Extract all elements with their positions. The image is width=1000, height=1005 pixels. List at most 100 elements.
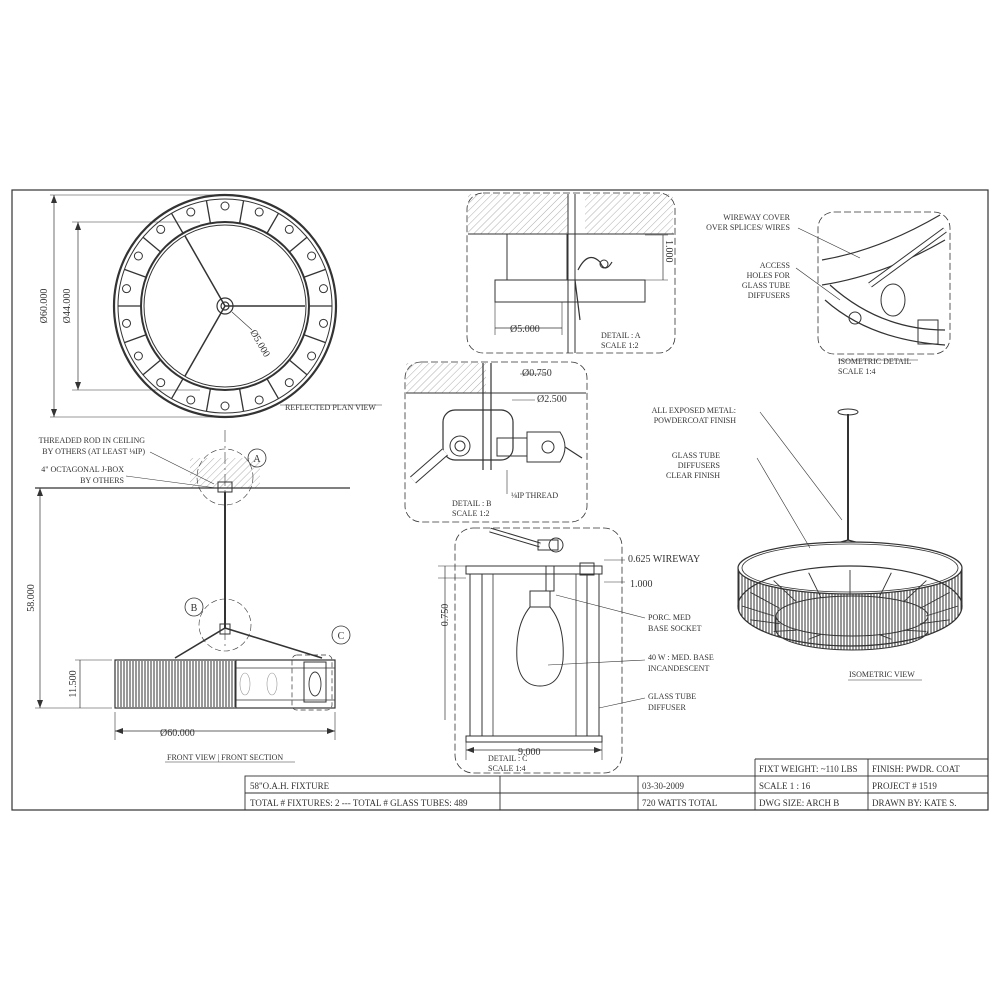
isometric-detail-scale: SCALE 1:4 [838, 367, 876, 376]
detail-c-title: DETAIL : C [488, 754, 528, 763]
detail-b-rod: Ø0.750 [522, 368, 552, 379]
plan-loop [220, 401, 230, 411]
isometric-view [737, 408, 963, 681]
plan-spoke [142, 359, 162, 376]
wireway-cover-callout: WIREWAY COVER [723, 213, 790, 222]
isometric-detail-title: ISOMETRIC DETAIL [838, 357, 911, 366]
plan-spoke [142, 236, 162, 253]
plan-loop [186, 395, 196, 405]
finish: FINISH: PWDR. COAT [872, 764, 960, 774]
jbox-callout-2: BY OTHERS [80, 476, 124, 485]
wireway-cover-callout-2: OVER SPLICES/ WIRES [706, 223, 790, 232]
access-holes-callout-2: HOLES FOR [747, 271, 791, 280]
drawing-date: 03-30-2009 [642, 781, 684, 791]
plan-loop [318, 284, 328, 294]
detail-c-wireway: 0.625 WIREWAY [628, 554, 700, 565]
iso-strut [773, 580, 797, 603]
metal-finish-callout-2: POWDERCOAT FINISH [654, 416, 737, 425]
diffuser-callout-2: DIFFUSER [648, 703, 686, 712]
plan-spoke [238, 200, 245, 224]
plan-loop [133, 351, 143, 361]
reflected-plan-view [50, 193, 382, 419]
iso-strut [741, 605, 775, 617]
socket-callout: PORC. MED [648, 613, 691, 622]
plan-outer-dim: Ø60.000 [39, 289, 50, 324]
fixture-totals: TOTAL # FIXTURES: 2 --- TOTAL # GLASS TU… [250, 798, 468, 808]
plan-spoke [288, 359, 308, 376]
iso-strut [773, 629, 797, 632]
lamp-callout: 40 W : MED. BASE [648, 653, 714, 662]
plan-spoke [124, 334, 147, 344]
front-view-title: FRONT VIEW | FRONT SECTION [167, 753, 283, 762]
plan-loop [318, 318, 328, 328]
socket-callout-2: BASE SOCKET [648, 624, 702, 633]
reflected-plan-title: REFLECTED PLAN VIEW [285, 403, 376, 412]
iso-strut [878, 634, 892, 640]
lamp-callout-2: INCANDESCENT [648, 664, 709, 673]
plan-loop [122, 284, 132, 294]
detail-a-width: Ø5.000 [510, 324, 540, 335]
access-holes-callout-3: GLASS TUBE [742, 281, 790, 290]
detail-marker-b: B [191, 603, 198, 614]
plan-spoke [170, 213, 184, 234]
plan-loop [156, 224, 166, 234]
detail-c-side: 0.750 [440, 604, 451, 627]
plan-loop [307, 251, 317, 261]
plan-spoke [266, 213, 280, 234]
glass-tube-callout: GLASS TUBE [672, 451, 720, 460]
iso-strut [920, 619, 950, 625]
plan-spoke [238, 388, 245, 412]
plan-spoke [288, 236, 308, 253]
plan-spoke [205, 388, 212, 412]
detail-c [438, 527, 646, 774]
sheet-border [11, 189, 989, 811]
plan-loop [122, 318, 132, 328]
plan-loop [220, 201, 230, 211]
detail-c-scale: SCALE 1:4 [488, 764, 526, 773]
iso-strut [878, 572, 892, 598]
plan-loop [284, 224, 294, 234]
plan-loop [307, 351, 317, 361]
plan-inner-dim: Ø44.000 [62, 289, 73, 324]
detail-b-title: DETAIL : B [452, 499, 492, 508]
detail-a-title: DETAIL : A [601, 331, 641, 340]
detail-a [466, 192, 676, 354]
iso-strut [750, 619, 780, 625]
detail-b [404, 361, 588, 523]
plan-loop [186, 207, 196, 217]
jbox-callout: 4" OCTAGONAL J-BOX [41, 465, 124, 474]
plan-loop [133, 251, 143, 261]
detail-marker-a: A [253, 454, 261, 465]
detail-marker-c: C [338, 631, 345, 642]
plan-spoke [124, 268, 147, 278]
drawing-size: DWG SIZE: ARCH B [759, 798, 839, 808]
access-holes-callout-4: DIFFUSERS [748, 291, 790, 300]
plan-spoke [303, 268, 326, 278]
threaded-rod-callout: THREADED ROD IN CEILING [39, 436, 146, 445]
drawing-scale: SCALE 1 : 16 [759, 781, 811, 791]
title-block [244, 758, 989, 811]
iso-strut [925, 605, 959, 617]
glass-tube-callout-3: CLEAR FINISH [666, 471, 720, 480]
threaded-rod-callout-2: BY OTHERS (AT LEAST ⅛IP) [42, 447, 145, 456]
detail-a-scale: SCALE 1:2 [601, 341, 639, 350]
plan-spoke [170, 378, 184, 399]
iso-strut [808, 572, 822, 598]
detail-b-scale: SCALE 1:2 [452, 509, 490, 518]
detail-b-thread: ⅛IP THREAD [511, 491, 558, 500]
drawn-by: DRAWN BY: KATE S. [872, 798, 956, 808]
iso-strut [903, 629, 927, 632]
detail-a-height: 1.000 [663, 240, 674, 263]
metal-finish-callout: ALL EXPOSED METAL: [652, 406, 736, 415]
iso-strut [903, 580, 927, 603]
diffuser-callout: GLASS TUBE [648, 692, 696, 701]
access-holes-callout: ACCESS [760, 261, 790, 270]
detail-b-collar: Ø2.500 [537, 394, 567, 405]
plan-loop [254, 395, 264, 405]
detail-c-top: 1.000 [630, 579, 653, 590]
front-height-dim: 11.500 [68, 670, 79, 697]
front-view [35, 430, 351, 763]
isometric-detail [795, 211, 951, 361]
